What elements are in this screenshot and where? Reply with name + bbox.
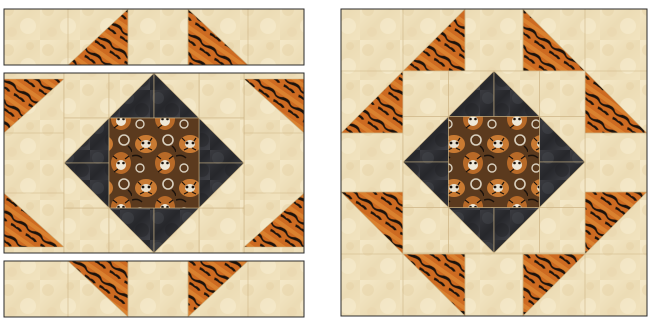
top-strip xyxy=(4,9,304,65)
star-corner-square xyxy=(64,73,109,118)
star-block xyxy=(403,71,585,253)
star-corner-square xyxy=(540,71,586,117)
star-corner-square xyxy=(199,208,244,253)
assembled-quilt-block xyxy=(341,9,647,316)
assembled-block xyxy=(341,9,647,316)
star-corner-square xyxy=(403,208,449,254)
top-strip-base xyxy=(4,9,304,65)
star-block xyxy=(64,73,244,253)
star-corner-square xyxy=(64,208,109,253)
star-corner-square xyxy=(540,208,586,254)
middle-section xyxy=(4,73,304,253)
star-center-tiger-print xyxy=(449,117,540,208)
star-center-tiger-print xyxy=(109,118,199,208)
star-corner-square xyxy=(403,71,449,117)
layout-with-separate-strips xyxy=(4,9,304,317)
star-corner-square xyxy=(199,73,244,118)
bottom-strip xyxy=(4,261,304,317)
bottom-strip-base xyxy=(4,261,304,317)
